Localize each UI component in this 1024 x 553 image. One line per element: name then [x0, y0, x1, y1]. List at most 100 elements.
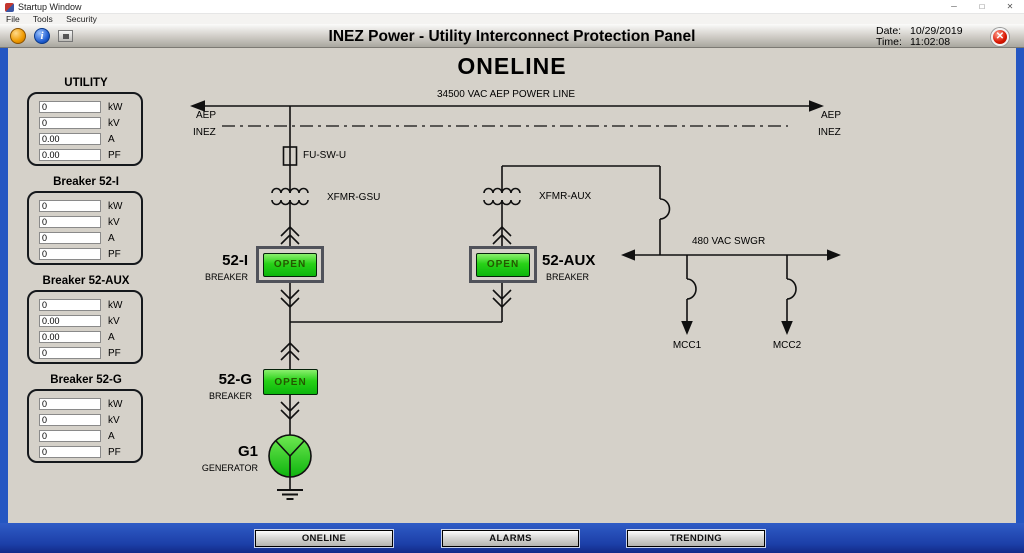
close-display-button[interactable]: ✕ [991, 28, 1009, 46]
unit-label: A [108, 232, 115, 244]
fuse-switch-symbol [282, 146, 298, 166]
meter-panel-utility: UTILITY kW kV A PF [27, 77, 145, 166]
52g-kv-field[interactable] [39, 414, 101, 426]
unit-label: PF [108, 149, 121, 161]
breaker-52aux-open-button[interactable]: OPEN [476, 252, 530, 277]
time-value: 11:02:08 [910, 36, 951, 48]
menu-tools[interactable]: Tools [32, 14, 53, 24]
meter-panel-52aux: Breaker 52-AUX kW kV A PF [27, 275, 145, 364]
meter-panel-52g: Breaker 52-G kW kV A PF [27, 374, 145, 463]
date-value: 10/29/2019 [910, 25, 963, 37]
xfmr-gsu-label: XFMR-GSU [327, 192, 381, 203]
breaker-52g-open-button[interactable]: OPEN [263, 369, 318, 395]
time-label: Time: [876, 36, 902, 48]
swgr-main-breaker-symbol [659, 198, 671, 220]
power-line-label: 34500 VAC AEP POWER LINE [436, 89, 576, 100]
menu-bar: File Tools Security [0, 14, 1024, 24]
meter-panel-52i: Breaker 52-I kW kV A PF [27, 176, 145, 265]
unit-label: PF [108, 248, 121, 260]
left-frame-border [0, 48, 8, 553]
aux-feeder-line [290, 165, 671, 323]
utility-a-field[interactable] [39, 133, 101, 145]
arrow-right-icon [809, 100, 824, 112]
panel-header-title: INEZ Power - Utility Interconnect Protec… [328, 28, 696, 45]
unit-label: kV [108, 117, 120, 129]
window-close-button[interactable]: ✕ [996, 0, 1024, 14]
panel-box: kW kV A PF [27, 191, 143, 265]
52i-kv-field[interactable] [39, 216, 101, 228]
breaker-52i-frame: OPEN [256, 246, 324, 283]
panel-title: Breaker 52-G [50, 374, 122, 386]
window-titlebar: Startup Window ─ □ ✕ [0, 0, 1024, 14]
window-title: Startup Window [18, 2, 82, 12]
mcc1-label: MCC1 [672, 340, 702, 351]
utility-kv-field[interactable] [39, 117, 101, 129]
swgr-bus [621, 249, 841, 335]
panel-box: kW kV A PF [27, 290, 143, 364]
52i-pf-field[interactable] [39, 248, 101, 260]
footer-nav-bar: ONELINE ALARMS TRENDING [0, 523, 1024, 553]
panel-box: kW kV A PF [27, 389, 143, 463]
breaker-52g-name: 52-G [218, 371, 252, 388]
breaker-52aux-sublabel: BREAKER [546, 272, 590, 282]
mcc1-breaker-symbol [686, 278, 697, 300]
utility-pf-field[interactable] [39, 149, 101, 161]
panel-title: Breaker 52-AUX [42, 275, 130, 287]
utility-kw-field[interactable] [39, 101, 101, 113]
52aux-pf-field[interactable] [39, 347, 101, 359]
52g-kw-field[interactable] [39, 398, 101, 410]
52aux-kw-field[interactable] [39, 299, 101, 311]
52aux-kv-field[interactable] [39, 315, 101, 327]
52g-a-field[interactable] [39, 430, 101, 442]
mcc1-arrow-icon [681, 321, 693, 335]
screen-select-button[interactable] [58, 30, 73, 42]
panel-title: UTILITY [64, 77, 108, 89]
generator-sublabel: GENERATOR [201, 463, 258, 473]
unit-label: kV [108, 414, 120, 426]
monitor-icon [62, 33, 69, 39]
unit-label: A [108, 430, 115, 442]
breaker-52i-open-button[interactable]: OPEN [263, 252, 317, 277]
nav-alarms-button[interactable]: ALARMS [442, 530, 579, 547]
nav-trending-button[interactable]: TRENDING [627, 530, 765, 547]
boundary-inez-right-label: INEZ [818, 127, 841, 138]
aep-power-line [190, 100, 824, 112]
menu-security[interactable]: Security [66, 14, 97, 24]
breaker-52i-name: 52-I [222, 252, 248, 269]
window-maximize-button[interactable]: □ [968, 0, 996, 14]
52g-pf-field[interactable] [39, 446, 101, 458]
generator-symbol [268, 434, 312, 500]
unit-label: kW [108, 299, 123, 311]
page-title: ONELINE [457, 53, 567, 79]
xfmr-aux-label: XFMR-AUX [539, 191, 592, 202]
mcc2-arrow-icon [781, 321, 793, 335]
window-minimize-button[interactable]: ─ [940, 0, 968, 14]
breaker-52aux-frame: OPEN [469, 246, 537, 283]
breaker-52i-sublabel: BREAKER [204, 272, 248, 282]
datetime-block: Date: 10/29/2019 Time: 11:02:08 [876, 26, 963, 48]
unit-label: PF [108, 347, 121, 359]
date-label: Date: [876, 25, 902, 37]
login-icon[interactable] [10, 28, 26, 44]
unit-label: kV [108, 216, 120, 228]
unit-label: A [108, 133, 115, 145]
generator-name: G1 [237, 443, 258, 460]
utility-feeder-line [271, 106, 309, 435]
arrow-left-icon [190, 100, 205, 112]
mcc2-label: MCC2 [772, 340, 802, 351]
fuse-label: FU-SW-U [303, 150, 347, 161]
menu-file[interactable]: File [6, 14, 20, 24]
52i-kw-field[interactable] [39, 200, 101, 212]
52aux-a-field[interactable] [39, 331, 101, 343]
nav-oneline-button[interactable]: ONELINE [255, 530, 393, 547]
app-icon [5, 3, 14, 12]
info-icon[interactable]: i [34, 28, 50, 44]
unit-label: A [108, 331, 115, 343]
unit-label: kW [108, 101, 123, 113]
header-band: i INEZ Power - Utility Interconnect Prot… [0, 24, 1024, 48]
xfmr-aux-symbol [483, 187, 521, 194]
boundary-inez-left-label: INEZ [193, 127, 216, 138]
xfmr-gsu-symbol [271, 187, 309, 194]
52i-a-field[interactable] [39, 232, 101, 244]
